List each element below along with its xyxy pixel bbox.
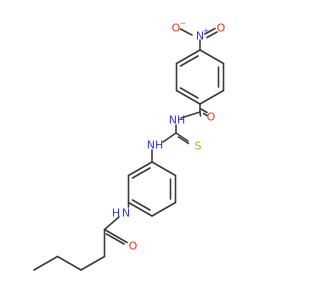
amide-oxygen-label: O [207, 111, 216, 124]
butanamide-oxygen-label: O [129, 240, 138, 253]
nitro-oxygen-left-label: O [172, 22, 181, 35]
nitro-group-bonds [179, 27, 218, 51]
nitrobenzene-ring [175, 49, 225, 105]
anilide-nitrogen-label: N [122, 207, 130, 220]
thio-sulfur-label: S [195, 140, 202, 153]
nitro-nitrogen-charge: + [203, 27, 209, 36]
amide-linker-bonds [162, 103, 208, 145]
atom-labels: O − N + O O NH NH S N H O [112, 19, 226, 253]
nitro-oxygen-right-label: O [217, 22, 226, 35]
phenylene-ring [127, 149, 177, 217]
chemical-structure-diagram: O − N + O O NH NH S N H O [33, 19, 226, 271]
butanamide-chain-bonds [33, 201, 130, 271]
thiourea-nh-label: NH [147, 139, 164, 152]
amide-nh-label: NH [169, 114, 186, 127]
anilide-hydrogen-label: H [112, 207, 120, 220]
nitro-oxygen-charge: − [180, 19, 186, 28]
nitro-nitrogen-label: N [196, 30, 204, 43]
